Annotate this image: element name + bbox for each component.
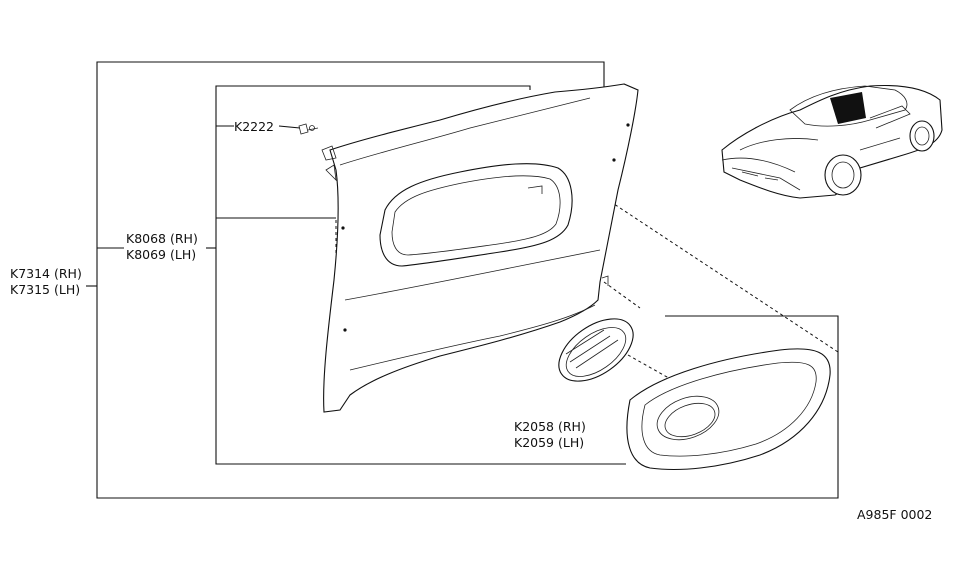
inner-assembly-frame <box>215 85 626 465</box>
label-k2222: K2222 <box>234 119 274 134</box>
part-labels: K2222 K8068 (RH) K8069 (LH) K7314 (RH) K… <box>10 119 932 522</box>
diagram-code: A985F 0002 <box>857 507 932 522</box>
label-k7315: K7315 (LH) <box>10 282 80 297</box>
k2222-clip <box>298 123 319 135</box>
label-k8069: K8069 (LH) <box>126 247 196 262</box>
label-k8068: K8068 (RH) <box>126 231 198 246</box>
label-k7314: K7314 (RH) <box>10 266 82 281</box>
speaker-grille <box>558 318 634 382</box>
label-k2058: K2058 (RH) <box>514 419 586 434</box>
quarter-trim-panel <box>321 83 639 413</box>
vehicle-illustration <box>721 85 943 199</box>
label-k2059: K2059 (LH) <box>514 435 584 450</box>
speaker-bezel <box>626 348 831 471</box>
